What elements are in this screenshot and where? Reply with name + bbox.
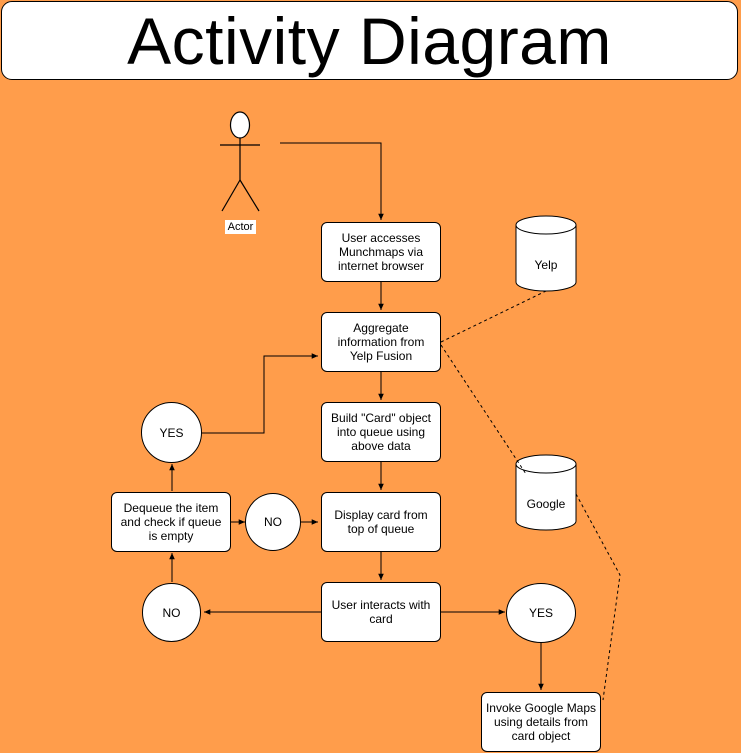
node-display-card-text: Display card from top of queue [334, 508, 428, 536]
diagram-title-text: Activity Diagram [127, 3, 612, 78]
node-display-card: Display card from top of queue [321, 492, 441, 552]
node-dequeue-item-text: Dequeue the item and check if queue is e… [120, 501, 222, 543]
decision-yes-right-text: YES [528, 606, 553, 620]
yelp-database-icon [515, 215, 577, 292]
decision-yes-top-text: YES [159, 425, 184, 440]
assoc-google-invoke [575, 493, 621, 701]
decision-yes-top: YES [141, 402, 202, 463]
edge-yes-to-aggregate [202, 353, 318, 434]
node-invoke-google-maps-text: Invoke Google Maps using details from ca… [485, 701, 597, 743]
node-build-card: Build "Card" object into queue using abo… [321, 402, 441, 462]
google-database-label: Google [526, 497, 566, 511]
decision-yes-right: YES [506, 583, 576, 643]
assoc-aggregate-yelp [440, 290, 547, 343]
node-invoke-google-maps: Invoke Google Maps using details from ca… [481, 692, 601, 752]
edge-actor-to-access [280, 142, 384, 220]
google-database-icon [515, 454, 577, 531]
node-build-card-text: Build "Card" object into queue using abo… [331, 411, 431, 453]
decision-no-middle-text: NO [264, 515, 282, 529]
decision-no-bottom-text: NO [162, 605, 181, 620]
node-user-interacts-text: User interacts with card [331, 598, 431, 626]
assoc-aggregate-google [440, 344, 527, 475]
decision-no-middle: NO [245, 493, 301, 551]
node-user-accesses: User accesses Munchmaps via internet bro… [321, 222, 441, 282]
node-user-accesses-text: User accesses Munchmaps via internet bro… [337, 231, 425, 273]
yelp-database-label: Yelp [534, 258, 558, 272]
node-aggregate-info-text: Aggregate information from Yelp Fusion [337, 321, 425, 363]
diagram-title: Activity Diagram [1, 1, 738, 80]
node-dequeue-item: Dequeue the item and check if queue is e… [111, 492, 231, 552]
node-aggregate-info: Aggregate information from Yelp Fusion [321, 312, 441, 372]
actor-label: Actor [225, 220, 256, 234]
node-user-interacts: User interacts with card [321, 582, 441, 642]
decision-no-bottom: NO [142, 583, 201, 642]
actor-figure-icon [220, 111, 260, 212]
